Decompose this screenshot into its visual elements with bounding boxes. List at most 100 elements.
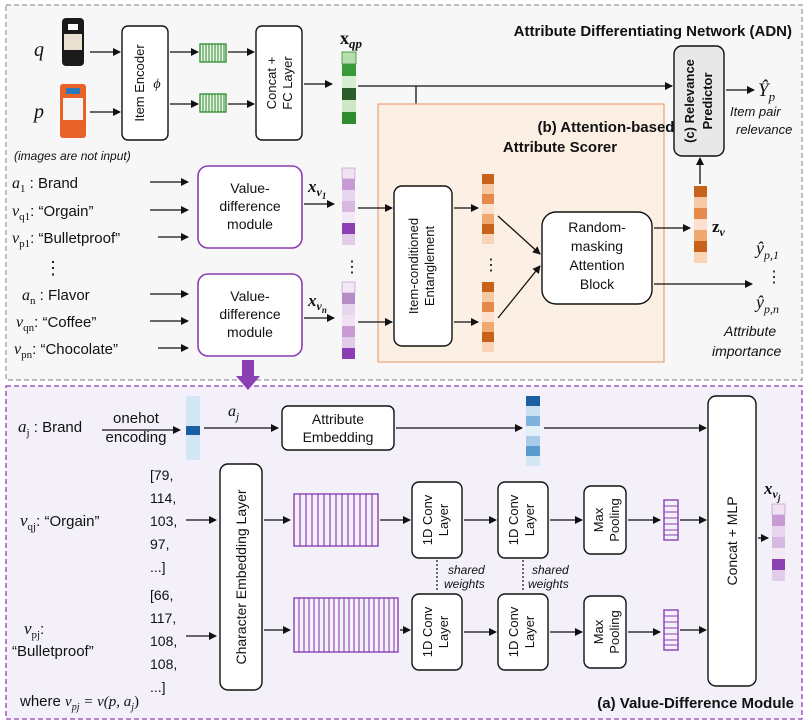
svg-text:[79,: [79, (150, 467, 173, 483)
svg-text:Pooling: Pooling (607, 610, 622, 653)
concat-mlp-label: Concat + MLP (724, 496, 740, 585)
x-vn-vector (341, 281, 356, 359)
svg-text:1D Conv: 1D Conv (420, 606, 435, 657)
svg-text:...]: ...] (150, 679, 166, 695)
shared-weights-label-2a: shared (532, 563, 569, 577)
max-pooling-p (583, 595, 627, 669)
product-image-q (62, 18, 84, 66)
vq-char-codes: [79, 114, 103, 97, ...] (150, 467, 177, 575)
ram-line1: Random- (568, 219, 626, 235)
entangle-label2: Entanglement (422, 226, 437, 307)
vp-char-codes: [66, 117, 108, 108, ...] (150, 587, 177, 695)
svg-text:an : Flavor: an : Flavor (22, 287, 90, 307)
z-v-label: zv (712, 217, 726, 239)
svg-text:a1 : Brand: a1 : Brand (12, 175, 78, 195)
char-embedding-matrix-p (293, 597, 399, 653)
x-v-dots: ⋮ (344, 259, 360, 276)
relevance-label1: (c) Relevance (682, 59, 697, 143)
item-encoder-box (121, 25, 169, 141)
attribute-row-n: an : Flavor vqn: “Coffee” vpn: “Chocolat… (14, 287, 118, 361)
random-masking-attention-block (541, 211, 653, 305)
svg-text:108,: 108, (150, 633, 177, 649)
svg-text:1D Conv: 1D Conv (506, 494, 521, 545)
aj-arrow-label: aj (228, 403, 239, 423)
adn-title: Attribute Differentiating Network (ADN) (514, 23, 792, 40)
concat-fc-label2: FC Layer (280, 56, 295, 110)
conv-layer-p2 (497, 593, 549, 671)
aj-brand-label: aj : Brand (18, 417, 82, 439)
shared-weights-label-2b: weights (528, 577, 569, 591)
ram-line4: Block (580, 276, 615, 292)
vdm1-line1: Value- (230, 180, 270, 196)
value-difference-module-1 (197, 165, 303, 249)
attr-emb-line1: Attribute (312, 411, 364, 427)
y-pn-output: ŷp,n (754, 292, 779, 316)
onehot-label: onehot (113, 410, 160, 427)
vdmn-line3: module (227, 324, 273, 340)
entangled-vector-n (482, 282, 494, 352)
vdm-title: (a) Value-Difference Module (597, 695, 794, 712)
vdmn-line1: Value- (230, 288, 270, 304)
entangled-dots: ⋮ (483, 257, 499, 274)
char-emb-label: Character Embedding Layer (233, 489, 249, 664)
max-pooling-q (583, 485, 627, 555)
x-v1-vector (341, 167, 356, 245)
svg-text:vp1: “Bulletproof”: vp1: “Bulletproof” (12, 230, 120, 250)
character-embedding-layer (219, 463, 263, 691)
onehot-vector (186, 396, 200, 460)
y-dots: ⋮ (766, 269, 782, 286)
entangle-label1: Item-conditioned (406, 218, 421, 314)
svg-text:...]: ...] (150, 559, 166, 575)
images-not-input-note: (images are not input) (14, 149, 131, 163)
scorer-title-line1: (b) Attention-based (538, 119, 675, 136)
item-pair-relevance-label1: Item pair (730, 104, 781, 119)
encoding-label: encoding (106, 429, 167, 446)
svg-text:97,: 97, (150, 536, 169, 552)
value-difference-module-n (197, 273, 303, 357)
svg-text:1D Conv: 1D Conv (420, 494, 435, 545)
attribute-row-1: a1 : Brand vq1: “Orgain” vp1: “Bulletpro… (12, 175, 120, 250)
svg-text:117,: 117, (150, 610, 176, 626)
vpj-bulletproof: “Bulletproof” (12, 643, 94, 660)
svg-text:vq1: “Orgain”: vq1: “Orgain” (12, 203, 93, 223)
product-image-p (60, 84, 86, 138)
item-encoder-label: Item Encoder (132, 44, 147, 122)
input-p-label: p (32, 101, 44, 123)
relevance-label2: Predictor (700, 72, 715, 129)
attribute-embedding-box (281, 405, 395, 451)
svg-text:Layer: Layer (522, 615, 537, 648)
attr-importance-label1: Attribute (723, 323, 776, 339)
attr-importance-label2: importance (712, 343, 781, 359)
relevance-predictor-box (673, 45, 725, 157)
shared-weights-label-1a: shared (448, 563, 485, 577)
concat-mlp-box (707, 395, 757, 687)
conv-layer-q2 (497, 481, 549, 559)
embedding-vector-q (199, 43, 227, 63)
conv-layer-q1 (411, 481, 463, 559)
input-q-label: q (34, 39, 44, 61)
x-qp-vector (341, 51, 357, 124)
x-qp-label: xqp (340, 28, 363, 51)
vpj-label: vpj: (24, 619, 44, 641)
embedding-vector-p (199, 93, 227, 113)
svg-text:Layer: Layer (522, 503, 537, 536)
encoder-phi: ϕ (153, 77, 160, 92)
item-pair-relevance-label2: relevance (736, 122, 792, 137)
svg-text:Max: Max (591, 507, 606, 532)
vdm1-line2: difference (219, 198, 280, 214)
ram-line2: masking (571, 238, 623, 254)
svg-text:114,: 114, (150, 490, 176, 506)
char-embedding-matrix-q (293, 493, 379, 547)
concat-fc-box (255, 25, 303, 141)
svg-text:Pooling: Pooling (607, 498, 622, 541)
vdm1-line3: module (227, 216, 273, 232)
where-equation: where vpj = v(p, aj) (19, 693, 139, 713)
svg-text:Layer: Layer (436, 503, 451, 536)
x-vn-label: xvn (307, 291, 327, 315)
svg-text:Max: Max (591, 619, 606, 644)
vdm-frame (5, 385, 803, 720)
scorer-title-line2: Attribute Scorer (503, 139, 617, 156)
attribute-embedding-vector (526, 396, 540, 466)
ram-line3: Attention (569, 257, 624, 273)
